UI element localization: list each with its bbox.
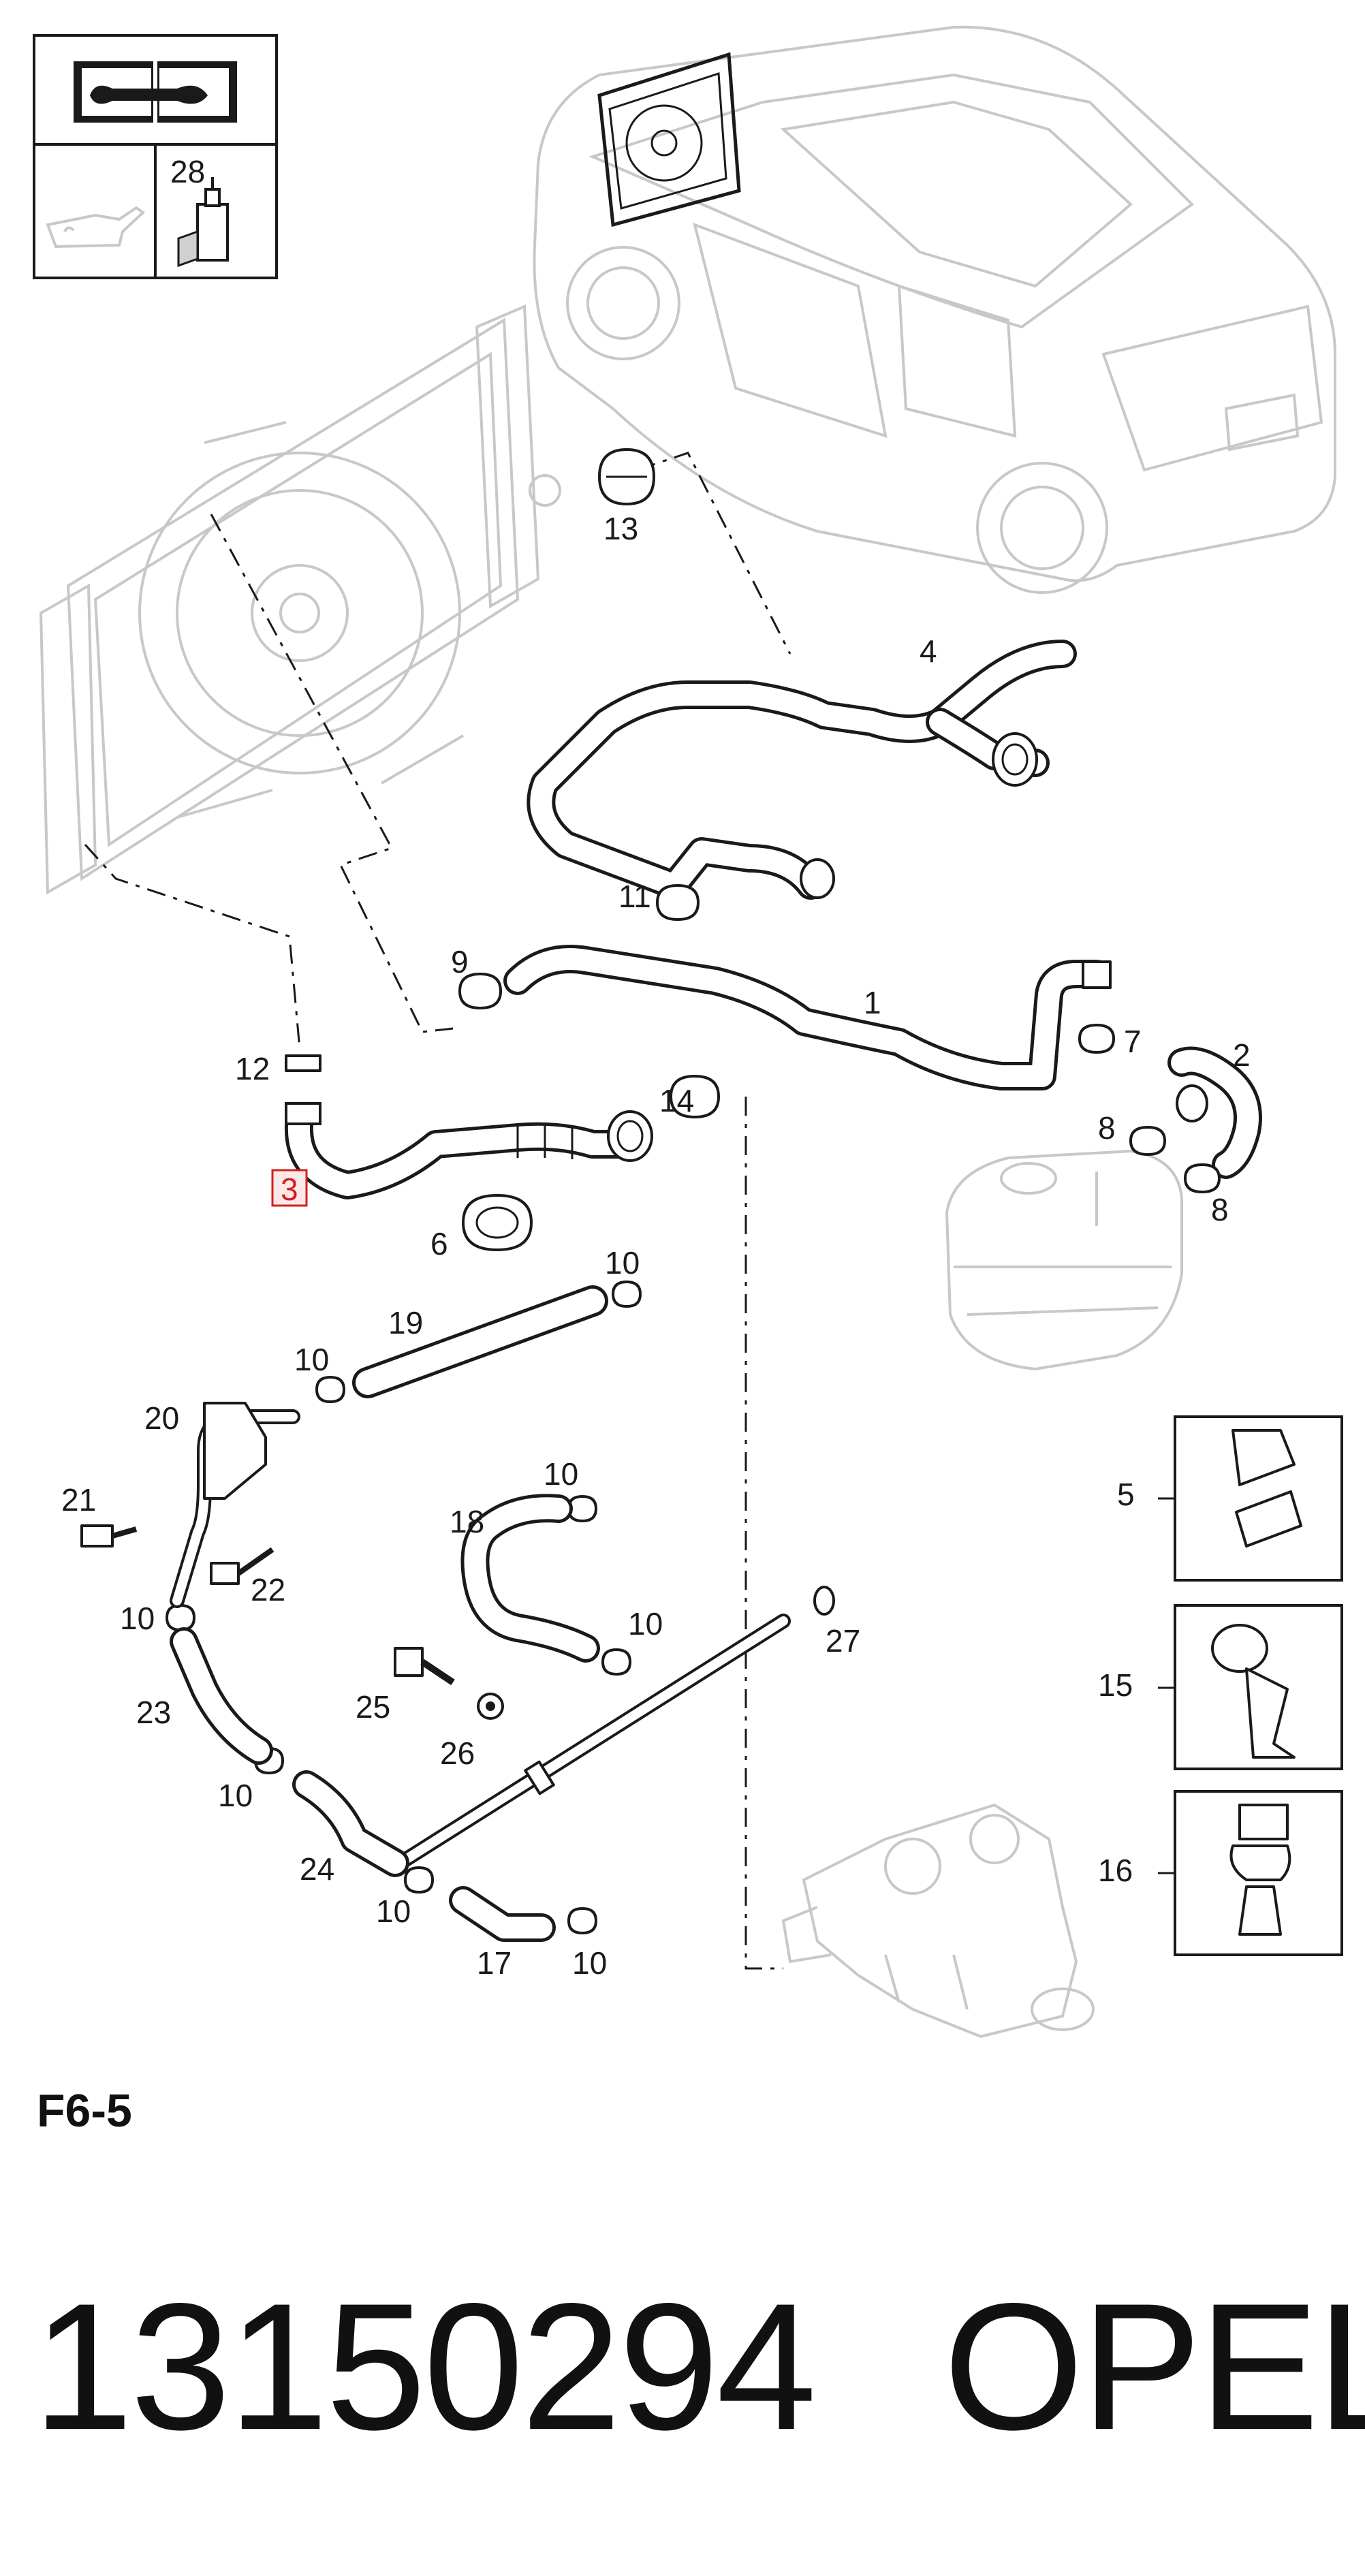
detail-box-5 — [1158, 1415, 1343, 1582]
hose-part-1 — [503, 945, 1112, 1090]
callout-10h: 10 — [572, 1945, 607, 1981]
callout-25: 25 — [356, 1689, 390, 1725]
callout-15: 15 — [1098, 1667, 1133, 1703]
thermostat-housing-outline — [781, 1803, 1095, 2039]
callout-14: 14 — [659, 1083, 694, 1118]
callout-5: 5 — [1117, 1477, 1135, 1512]
callout-10d: 10 — [628, 1606, 663, 1642]
detail-box-15 — [1158, 1604, 1343, 1770]
radiator-outline — [39, 304, 561, 895]
callout-2: 2 — [1233, 1037, 1251, 1073]
callout-10a: 10 — [294, 1342, 329, 1377]
callout-13: 13 — [603, 511, 638, 546]
callout-10g: 10 — [376, 1894, 411, 1929]
callout-20: 20 — [144, 1400, 179, 1436]
bottle-icon — [177, 177, 229, 268]
callout-6: 6 — [430, 1226, 448, 1261]
callout-8b: 8 — [1211, 1192, 1229, 1227]
callout-4: 4 — [920, 633, 937, 669]
callout-22: 22 — [251, 1572, 285, 1607]
callout-19: 19 — [388, 1305, 423, 1340]
part-number: 13150294 — [33, 2266, 817, 2468]
callout-1: 1 — [864, 985, 881, 1020]
callout-28: 28 — [170, 154, 205, 189]
brand-name: OPEL — [943, 2266, 1365, 2468]
hose-part-3 — [284, 1102, 653, 1199]
callout-27: 27 — [826, 1623, 860, 1659]
callout-3: 3 — [281, 1172, 298, 1207]
hose-part-4 — [527, 640, 1077, 900]
callout-17: 17 — [477, 1945, 512, 1981]
assembly-lines — [84, 452, 791, 1970]
callout-18: 18 — [450, 1504, 484, 1539]
callout-9: 9 — [451, 944, 469, 979]
hose-part-2 — [1167, 1046, 1262, 1179]
part-number-banner: 13150294 OPEL — [0, 2255, 1365, 2479]
callout-26: 26 — [440, 1735, 475, 1771]
callout-7: 7 — [1124, 1024, 1142, 1059]
service-manual-icon — [74, 61, 237, 123]
callout-8a: 8 — [1098, 1110, 1116, 1146]
lower-components — [80, 1285, 835, 1942]
callout-3-highlight — [271, 1169, 308, 1207]
vehicle-outline — [533, 25, 1336, 594]
callout-10b: 10 — [605, 1245, 640, 1281]
callout-24: 24 — [300, 1851, 334, 1887]
callout-10c: 10 — [544, 1456, 578, 1492]
oil-can-icon — [46, 206, 146, 249]
detail-box-16 — [1158, 1790, 1343, 1956]
callout-10e: 10 — [120, 1601, 155, 1636]
callout-11: 11 — [618, 879, 651, 914]
callout-12: 12 — [235, 1051, 270, 1086]
figure-code: F6-5 — [37, 2085, 132, 2137]
callouts: 1 2 3 4 5 6 7 8 8 9 10 10 10 10 10 10 10… — [61, 511, 1251, 1981]
callout-16: 16 — [1098, 1853, 1133, 1888]
callout-10f: 10 — [218, 1778, 253, 1813]
callout-23: 23 — [136, 1695, 171, 1730]
expansion-tank-outline — [945, 1149, 1183, 1371]
icon-panel: 28 — [33, 34, 278, 279]
callout-21: 21 — [61, 1482, 96, 1518]
